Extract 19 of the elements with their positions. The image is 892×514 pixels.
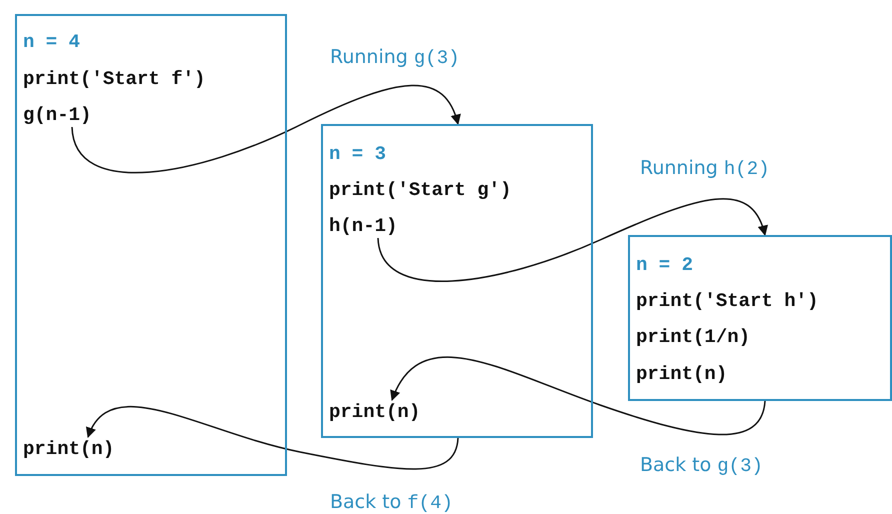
code-line: print(n) — [23, 437, 114, 461]
code-line: print(n) — [636, 362, 728, 386]
code-line: n = 3 — [329, 142, 386, 166]
stack-frame-box — [321, 124, 593, 438]
code-line: n = 2 — [636, 253, 694, 277]
code-line: print(n) — [329, 400, 420, 424]
code-line: print('Start f') — [23, 67, 206, 91]
curved-arrow — [391, 356, 766, 436]
curved-arrow — [377, 198, 768, 282]
code-line: print('Start g') — [329, 178, 512, 202]
curved-arrow — [71, 84, 460, 174]
code-line: h(n-1) — [329, 214, 398, 238]
code-line: print(1/n) — [636, 325, 750, 349]
code-line: n = 4 — [23, 30, 80, 54]
stack-frame-box — [628, 235, 892, 401]
stack-frame-box — [15, 14, 287, 476]
curved-arrow — [87, 406, 459, 470]
code-line: print('Start h') — [636, 289, 818, 313]
code-line: g(n-1) — [23, 103, 92, 127]
